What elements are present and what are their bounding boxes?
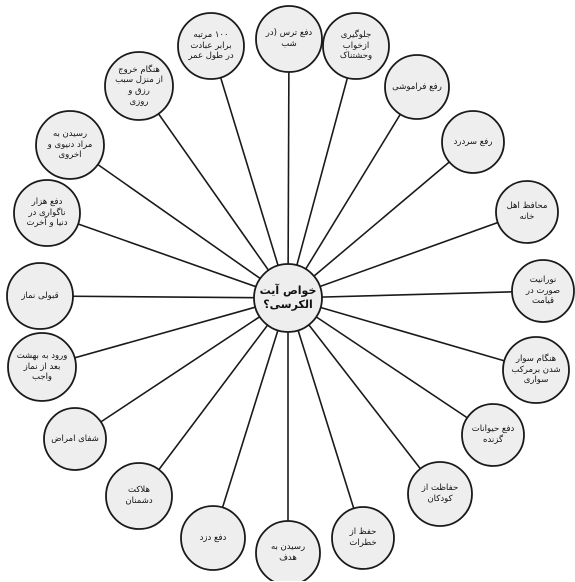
benefit-node-circle [495,180,559,244]
connector-line [287,297,494,436]
benefit-node-circle [104,51,174,121]
connector-line [39,295,289,299]
connector-line [287,297,537,371]
connector-line [287,297,364,539]
benefit-node-circle [407,461,473,527]
benefit-node-circle [384,54,450,120]
connector-line [287,211,528,299]
benefit-node-circle [511,259,575,323]
benefit-node-circle [105,462,173,530]
benefit-node-circle [43,407,107,471]
connector-line [287,141,474,299]
connector-line [46,212,289,299]
connector-line [138,297,289,497]
benefit-node-circle [180,505,246,571]
benefit-node-circle [13,179,81,247]
connector-line [287,38,290,299]
connector-line [287,86,418,299]
benefit-node-circle [331,506,395,570]
center-node-circle [253,263,323,333]
benefit-node-circle [441,110,505,174]
connector-line [212,297,289,539]
connector-line [287,297,441,495]
connector-line [210,45,289,299]
benefit-node-circle [322,12,390,80]
benefit-node-circle [255,5,323,73]
benefit-node-circle [7,332,77,402]
connector-line [69,144,289,299]
connector-line [74,297,289,440]
connector-line [41,297,289,368]
benefit-node-circle [502,336,570,404]
benefit-node-circle [177,12,245,80]
connector-line [287,290,544,299]
connector-line [287,45,357,299]
benefit-node-circle [35,110,105,180]
connector-line [138,85,289,299]
benefit-node-circle [255,520,321,581]
benefit-node-circle [461,403,525,467]
benefit-node-circle [6,262,74,330]
